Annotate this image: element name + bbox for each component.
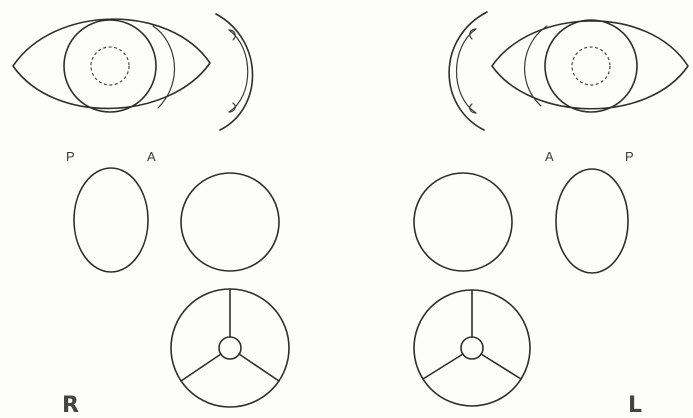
left-eye-side-profile [449,12,487,130]
left-eye-fundus-spoke-right [481,354,521,379]
left-eye-posterior-oval [556,169,628,273]
left-eye-fundus-spoke-left [423,354,463,379]
right-eye-side-profile [216,14,253,130]
right-eye-fundus-center [219,337,241,359]
right-eye-posterior-oval [74,168,148,272]
left-eye-pupil [572,47,610,85]
left-eye-fundus-circle [414,290,530,406]
left-eye-cornea-outer-curve [449,12,487,130]
right-eye-iris [64,20,156,112]
right-eye-fundus-spoke-right [239,354,279,381]
right-eye-anterior-circle [181,173,279,271]
left-eye-lens-edge [525,26,547,106]
left-eye-posterior-label: P [625,150,634,163]
right-eye-front-view [13,19,210,112]
right-side-label: R [62,395,79,417]
left-eye-cornea-inner-curve [457,29,477,113]
right-eye-anterior-label: A [147,150,156,163]
left-eye-outline [492,21,688,109]
left-eye-anterior-circle [414,173,512,271]
left-eye-iris [545,20,637,112]
right-eye-outline [13,19,210,108]
right-eye-posterior-label: P [66,150,75,163]
right-eye-fundus-circle [171,289,289,407]
right-eye-pupil [91,47,129,85]
left-eye-front-view [492,20,688,112]
left-eye-fundus-center [461,337,483,359]
left-side-label: L [628,395,642,417]
left-eye-anterior-label: A [545,150,554,163]
right-eye-fundus-spoke-left [181,354,221,381]
